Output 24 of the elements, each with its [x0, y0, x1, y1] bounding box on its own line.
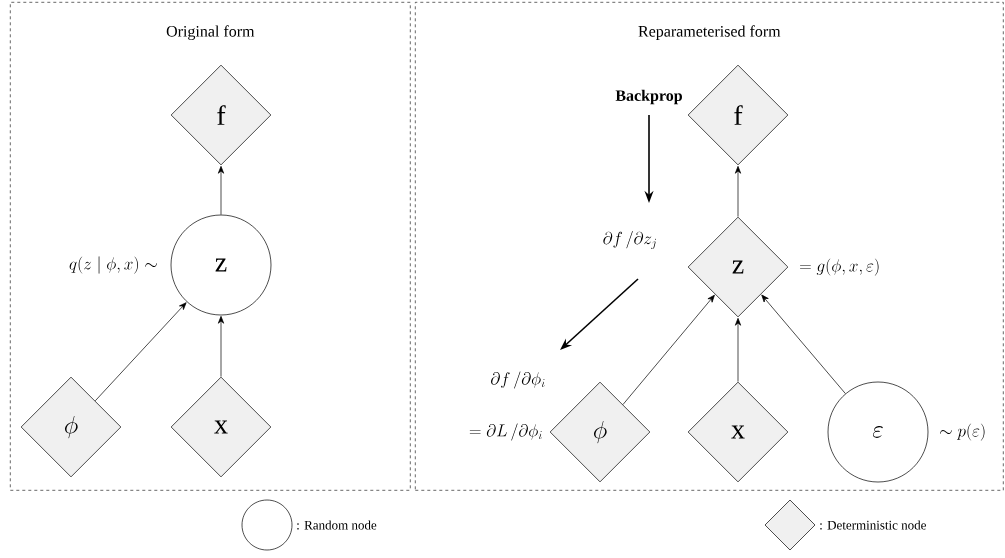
- formula-label: $q(z \mid \phi, x) \sim$: [69, 256, 157, 274]
- legend-label: : Random node: [297, 520, 377, 530]
- formula-label: $= g(\phi, x, \varepsilon)$: [800, 258, 879, 276]
- arrow: [94, 302, 187, 402]
- circle-node: $\varepsilon$: [827, 381, 929, 483]
- arrow: [217, 315, 225, 377]
- diamond-node: $\mathrm{z}$: [687, 216, 789, 318]
- diamond-node: $\mathrm{x}$: [170, 376, 272, 478]
- diamond-node: $\phi$: [20, 376, 122, 478]
- circle-node: $\mathrm{z}$: [170, 214, 272, 316]
- formula-label: $\partial f \,/ \partial \phi_i$: [491, 371, 545, 389]
- arrow: [622, 294, 715, 405]
- arrow: [761, 294, 846, 394]
- formula-label: $= \partial L \,/ \partial \phi_i$: [469, 423, 542, 441]
- diamond-node: $\mathrm{x}$: [687, 381, 789, 483]
- formula-label: $\partial f \,/ \partial z_j$: [603, 231, 656, 250]
- diamond-node: $\phi$: [549, 381, 651, 483]
- legend-label: : Deterministic node: [820, 520, 926, 530]
- diamond-node: $\mathrm{f}$: [170, 64, 272, 166]
- formula-label: $\sim p(\varepsilon)$: [940, 423, 985, 441]
- arrow: [734, 317, 742, 382]
- arrow: [217, 165, 225, 215]
- arrow: [734, 165, 742, 217]
- diamond-node: $\mathrm{f}$: [687, 64, 789, 166]
